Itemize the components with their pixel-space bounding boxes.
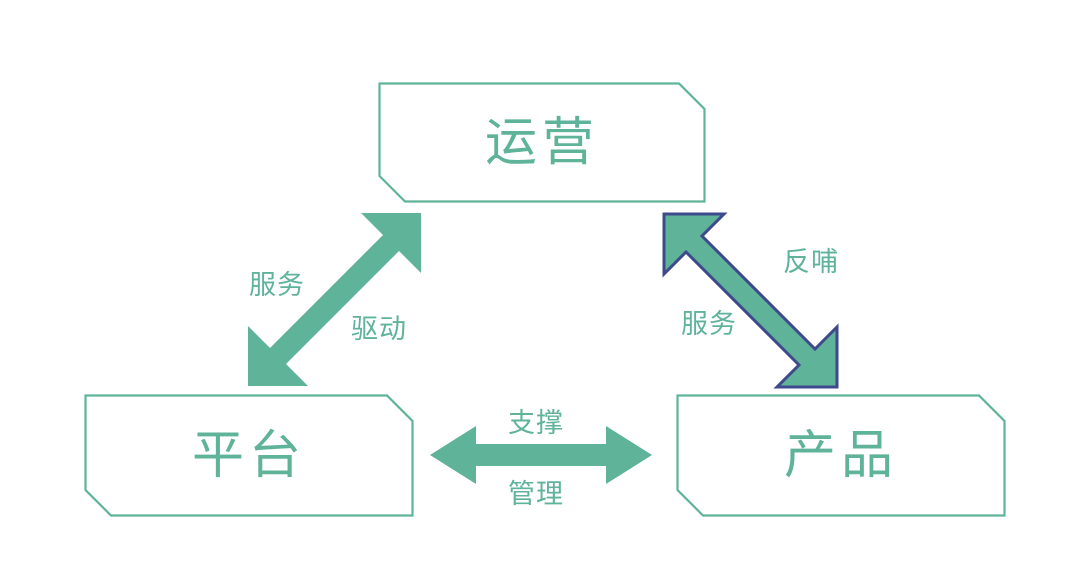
edge-label-operations-product-upper: 反哺 <box>783 247 839 277</box>
node-platform[interactable]: 平台 <box>84 394 414 517</box>
edge-label-operations-product-lower: 服务 <box>681 309 737 339</box>
edge-label-platform-operations-upper: 服务 <box>249 270 305 300</box>
node-product-label: 产品 <box>783 426 898 485</box>
node-operations[interactable]: 运营 <box>378 82 706 203</box>
arrow-platform-product <box>430 426 652 484</box>
arrow-platform-operations <box>248 213 421 386</box>
node-platform-label: 平台 <box>191 426 306 485</box>
edge-label-platform-product-upper: 支撑 <box>508 408 564 438</box>
node-operations-label: 运营 <box>484 113 599 172</box>
arrow-operations-product <box>662 212 839 389</box>
edge-label-platform-operations-lower: 驱动 <box>351 314 407 344</box>
node-product[interactable]: 产品 <box>676 394 1006 517</box>
edge-label-platform-product-lower: 管理 <box>508 479 564 509</box>
